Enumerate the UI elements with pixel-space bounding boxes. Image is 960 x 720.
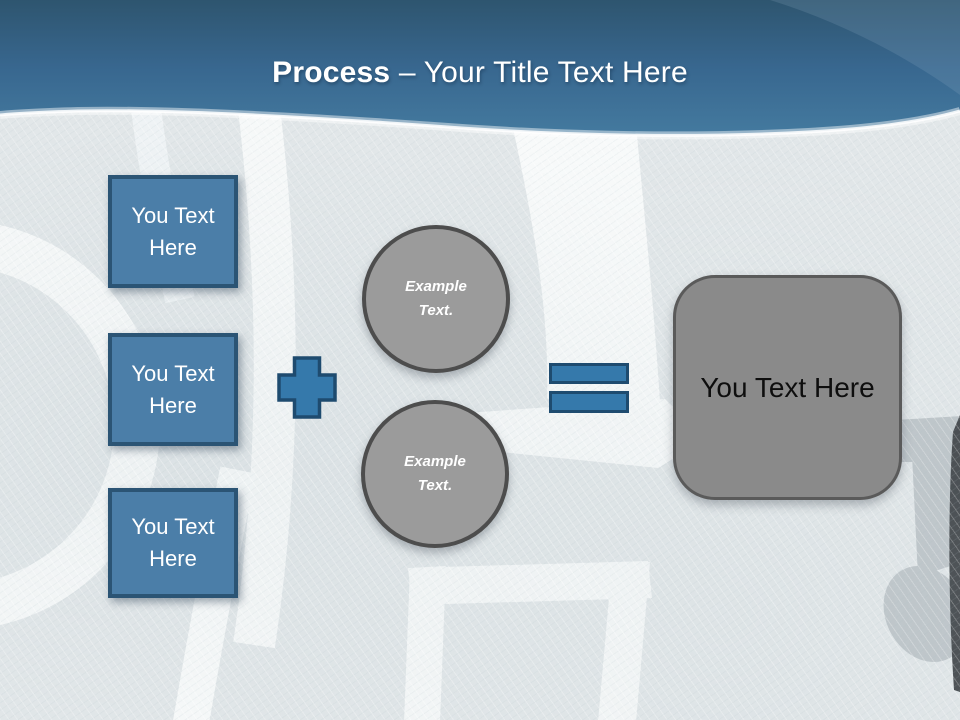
equals-icon[interactable] [549, 363, 629, 413]
step-box-1[interactable]: You Text Here [108, 175, 238, 288]
slide-title-keyword: Process [272, 56, 391, 89]
equals-bar-bottom [549, 391, 629, 413]
result-box-label: You Text Here [700, 371, 875, 403]
step-box-2[interactable]: You Text Here [108, 333, 238, 446]
step-box-3[interactable]: You Text Here [108, 488, 238, 598]
example-circle-1[interactable]: Example Text. [362, 225, 510, 373]
maze-wall [452, 399, 706, 468]
example-circle-label: Example Text. [404, 453, 466, 494]
equals-bar-top [549, 363, 629, 384]
step-box-label: You Text Here [131, 514, 215, 571]
plus-icon[interactable] [277, 356, 337, 419]
step-box-label: You Text Here [131, 360, 215, 418]
maze-wall [233, 97, 296, 649]
result-box[interactable]: You Text Here [673, 275, 902, 500]
maze-wall [598, 562, 650, 720]
maze-wall [404, 566, 446, 720]
step-box-label: You Text Here [131, 202, 215, 260]
maze-wall [408, 561, 652, 605]
person-silhouette [949, 415, 960, 692]
slide-title-text: – Your Title Text Here [390, 56, 688, 89]
maze-wall [505, 92, 660, 406]
banner-highlight [770, 0, 960, 95]
example-circle-2[interactable]: Example Text. [361, 400, 509, 548]
slide-title[interactable]: Process – Your Title Text Here [0, 56, 960, 90]
example-circle-label: Example Text. [405, 278, 467, 319]
title-banner [0, 0, 960, 140]
